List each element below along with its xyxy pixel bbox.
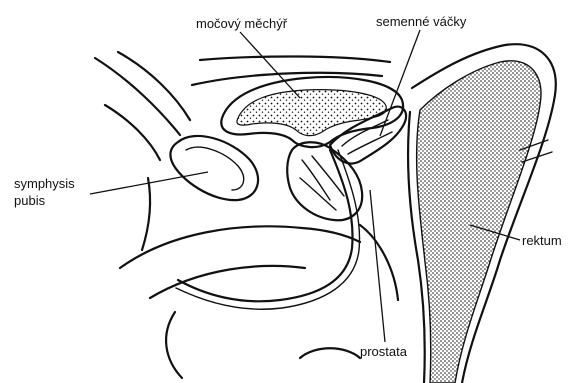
label-prostate: prostata [360,344,408,359]
rectum [408,44,556,383]
leader-seminal-vesicles [380,30,420,136]
leader-prostate [370,190,385,342]
label-bladder: močový měchýř [196,16,288,31]
urethra [176,150,360,309]
symphysis-pubis [170,136,258,200]
label-rectum: rektum [522,233,562,248]
label-seminal-vesicles: semenné váčky [376,14,467,29]
urinary-bladder [221,77,403,147]
label-symphysis-line1: symphysis [14,176,75,191]
label-symphysis-line2: pubis [14,193,46,208]
prostate [287,142,362,220]
leader-bladder [240,32,300,98]
